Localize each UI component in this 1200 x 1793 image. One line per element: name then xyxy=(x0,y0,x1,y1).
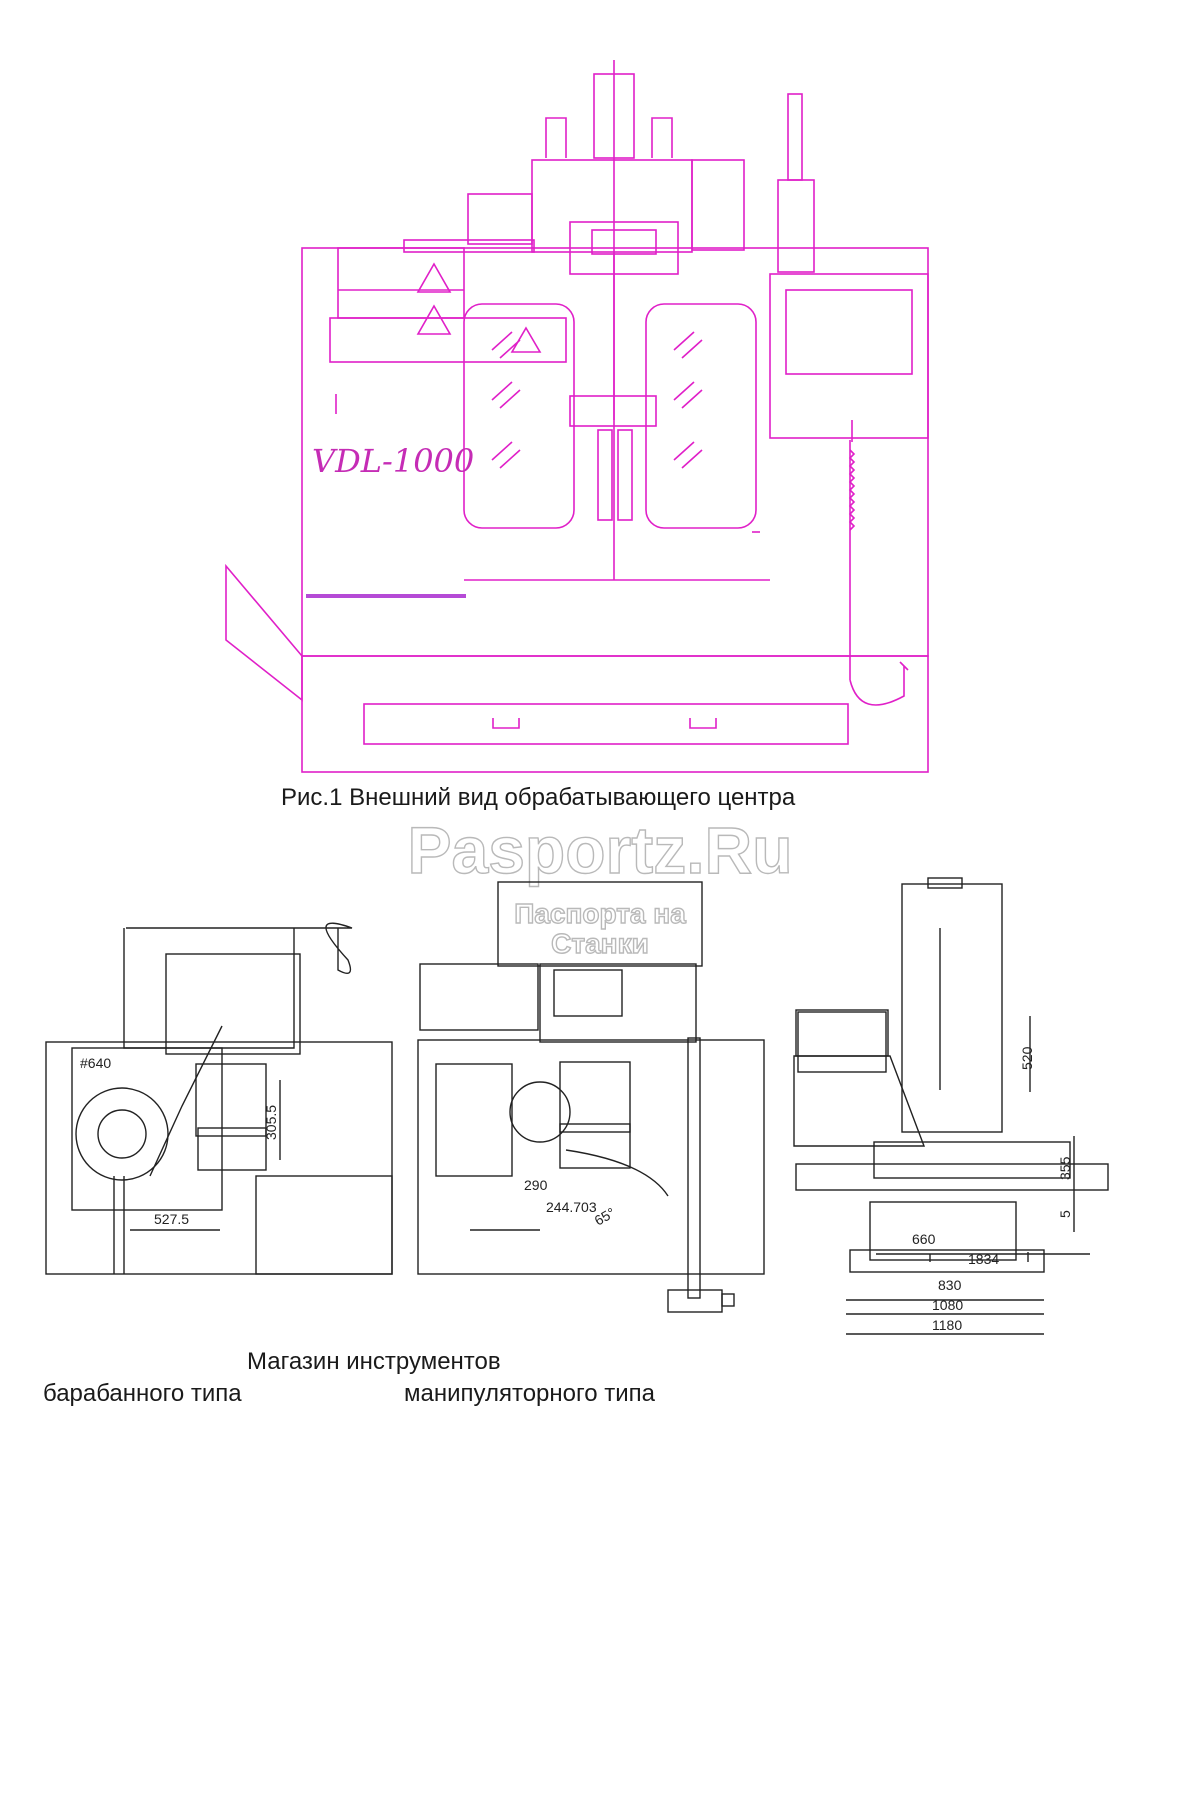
magazine-caption-manipulator: манипуляторного типа xyxy=(404,1380,655,1407)
dim-355: 355 xyxy=(1057,1156,1073,1180)
dim-830: 830 xyxy=(938,1277,962,1293)
machine-front-view-drawing xyxy=(225,60,929,773)
watermark-subtitle-line1: Паспорта на xyxy=(514,897,687,929)
dim-527: 527.5 xyxy=(154,1211,189,1227)
model-label: VDL-1000 xyxy=(312,442,475,480)
dim-244: 244.703 xyxy=(546,1199,597,1215)
dim-1834: 1834 xyxy=(968,1251,999,1267)
watermark-title: Pasportz.Ru xyxy=(407,812,793,887)
dim-1180: 1180 xyxy=(932,1317,962,1333)
dim-305: 305.5 xyxy=(263,1105,279,1140)
dim-520: 520 xyxy=(1019,1046,1035,1070)
magazine-caption-drum: барабанного типа xyxy=(43,1380,242,1407)
watermark-subtitle-line2: Станки xyxy=(550,927,649,959)
figure1-caption: Рис.1 Внешний вид обрабатывающего центра xyxy=(281,784,796,811)
dim-1080: 1080 xyxy=(932,1297,963,1313)
dim-diameter: #640 xyxy=(80,1055,111,1071)
magazine-caption-title: Магазин инструментов xyxy=(247,1348,501,1375)
dim-660: 660 xyxy=(912,1231,936,1247)
dim-5: 5 xyxy=(1057,1210,1073,1218)
dim-290: 290 xyxy=(524,1177,548,1193)
